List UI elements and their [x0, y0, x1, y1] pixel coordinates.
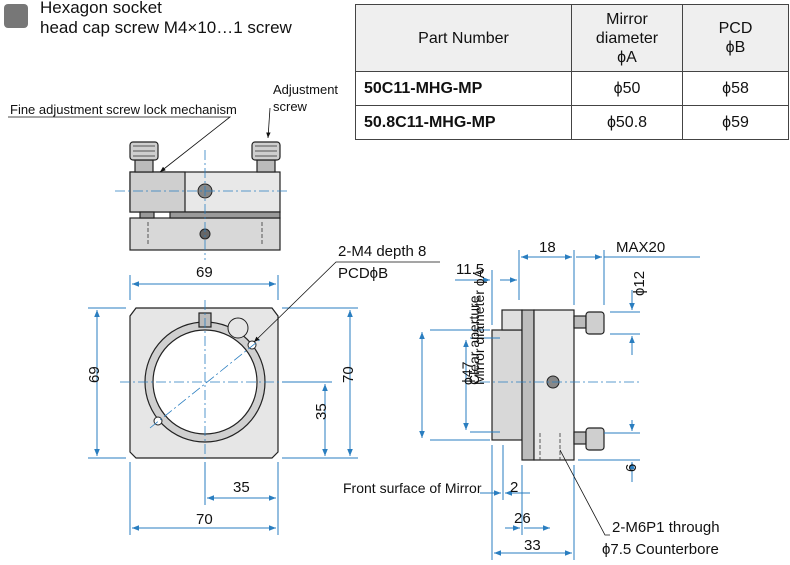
dim-max20: MAX20 [616, 239, 665, 256]
clear-aperture-label-1: Clear aperture [466, 295, 482, 385]
dim-70-height: 70 [340, 366, 357, 383]
side-view [419, 250, 700, 560]
part-number-cell: 50.8C11-MHG-MP [355, 105, 572, 140]
dim-2: 2 [510, 479, 518, 496]
m6-label-2: ϕ7.5 Counterbore [602, 541, 719, 558]
mirror-holder-plate [491, 329, 523, 441]
lock-icon [4, 4, 28, 28]
screw-note: Hexagon socket head cap screw M4×10…1 sc… [40, 0, 292, 38]
dim-69-width: 69 [196, 264, 213, 281]
dim-35-width: 35 [233, 479, 250, 496]
m6-label-1: 2-M6P1 through [612, 519, 720, 536]
dim-11-5: 11.5 [456, 261, 484, 278]
mirror-diameter-label: Mirror diameter ϕA [471, 268, 487, 385]
adjustment-screw-right [251, 141, 281, 173]
table-row: 50.8C11-MHG-MP ϕ50.8 ϕ59 [355, 105, 789, 140]
dim-35-height: 35 [313, 403, 330, 420]
dim-phi12: ϕ12 [631, 271, 648, 296]
dim-70-width: 70 [196, 511, 213, 528]
adjust-screw-label-2: screw [273, 99, 308, 114]
pcd-cell: ϕ59 [682, 105, 789, 140]
dim-26: 26 [514, 510, 531, 527]
adjustment-screw-left [129, 141, 159, 173]
dim-18: 18 [539, 239, 556, 256]
clear-aperture-label-2: ϕ47 [459, 361, 475, 385]
pcd-label: PCDϕB [338, 265, 388, 282]
front-view [88, 261, 440, 535]
m4-label: 2-M4 depth 8 [338, 243, 426, 260]
dim-69-height: 69 [86, 366, 103, 383]
fine-adjust-label: Fine adjustment screw lock mechanism [10, 102, 237, 117]
dim-33: 33 [524, 537, 541, 554]
dim-6: 6 [623, 464, 640, 472]
mirror-diameter-cell: ϕ50.8 [571, 105, 683, 140]
adjust-screw-label-1: Adjustment [273, 82, 338, 97]
m4-hole [247, 340, 257, 350]
top-view [8, 107, 290, 260]
side-adjust-screw-top [573, 311, 605, 335]
side-adjust-screw-bottom [573, 427, 605, 451]
note-line-1: Hexagon socket [40, 0, 162, 17]
pcd-cell: ϕ58 [682, 71, 789, 106]
table-row: 50C11-MHG-MP ϕ50 ϕ58 [355, 71, 789, 106]
front-surface-label: Front surface of Mirror [343, 480, 482, 496]
note-line-2: head cap screw M4×10…1 screw [40, 18, 292, 37]
